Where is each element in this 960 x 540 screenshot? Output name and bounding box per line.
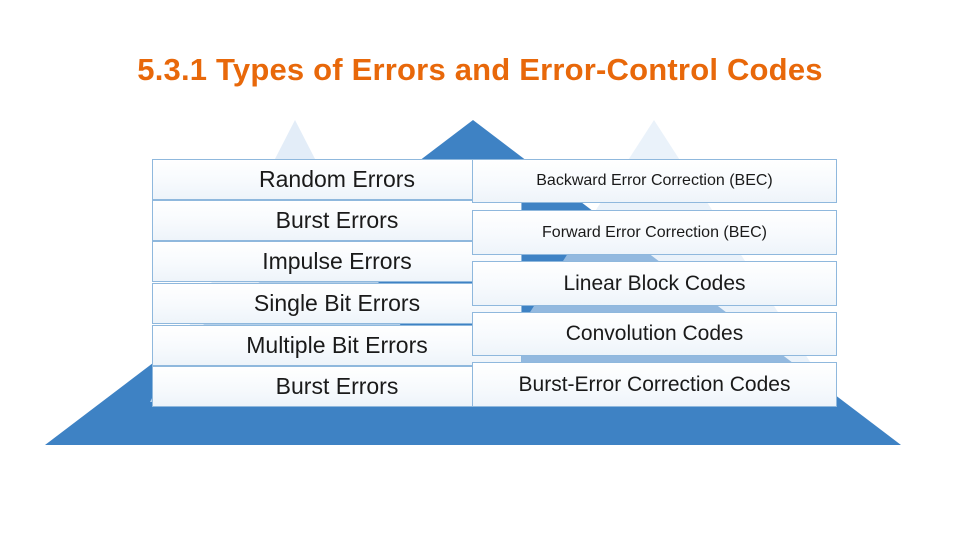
list-item: Linear Block Codes bbox=[472, 261, 837, 306]
list-item: Convolution Codes bbox=[472, 312, 837, 356]
list-item: Forward Error Correction (BEC) bbox=[472, 210, 837, 255]
list-item: Burst Errors bbox=[152, 366, 522, 407]
list-item: Burst-Error Correction Codes bbox=[472, 362, 837, 407]
list-item: Single Bit Errors bbox=[152, 283, 522, 324]
list-item: Backward Error Correction (BEC) bbox=[472, 159, 837, 203]
list-item: Multiple Bit Errors bbox=[152, 325, 522, 366]
list-item: Random Errors bbox=[152, 159, 522, 200]
list-item: Impulse Errors bbox=[152, 241, 522, 282]
list-item: Burst Errors bbox=[152, 200, 522, 241]
page-title: 5.3.1 Types of Errors and Error-Control … bbox=[137, 52, 823, 87]
